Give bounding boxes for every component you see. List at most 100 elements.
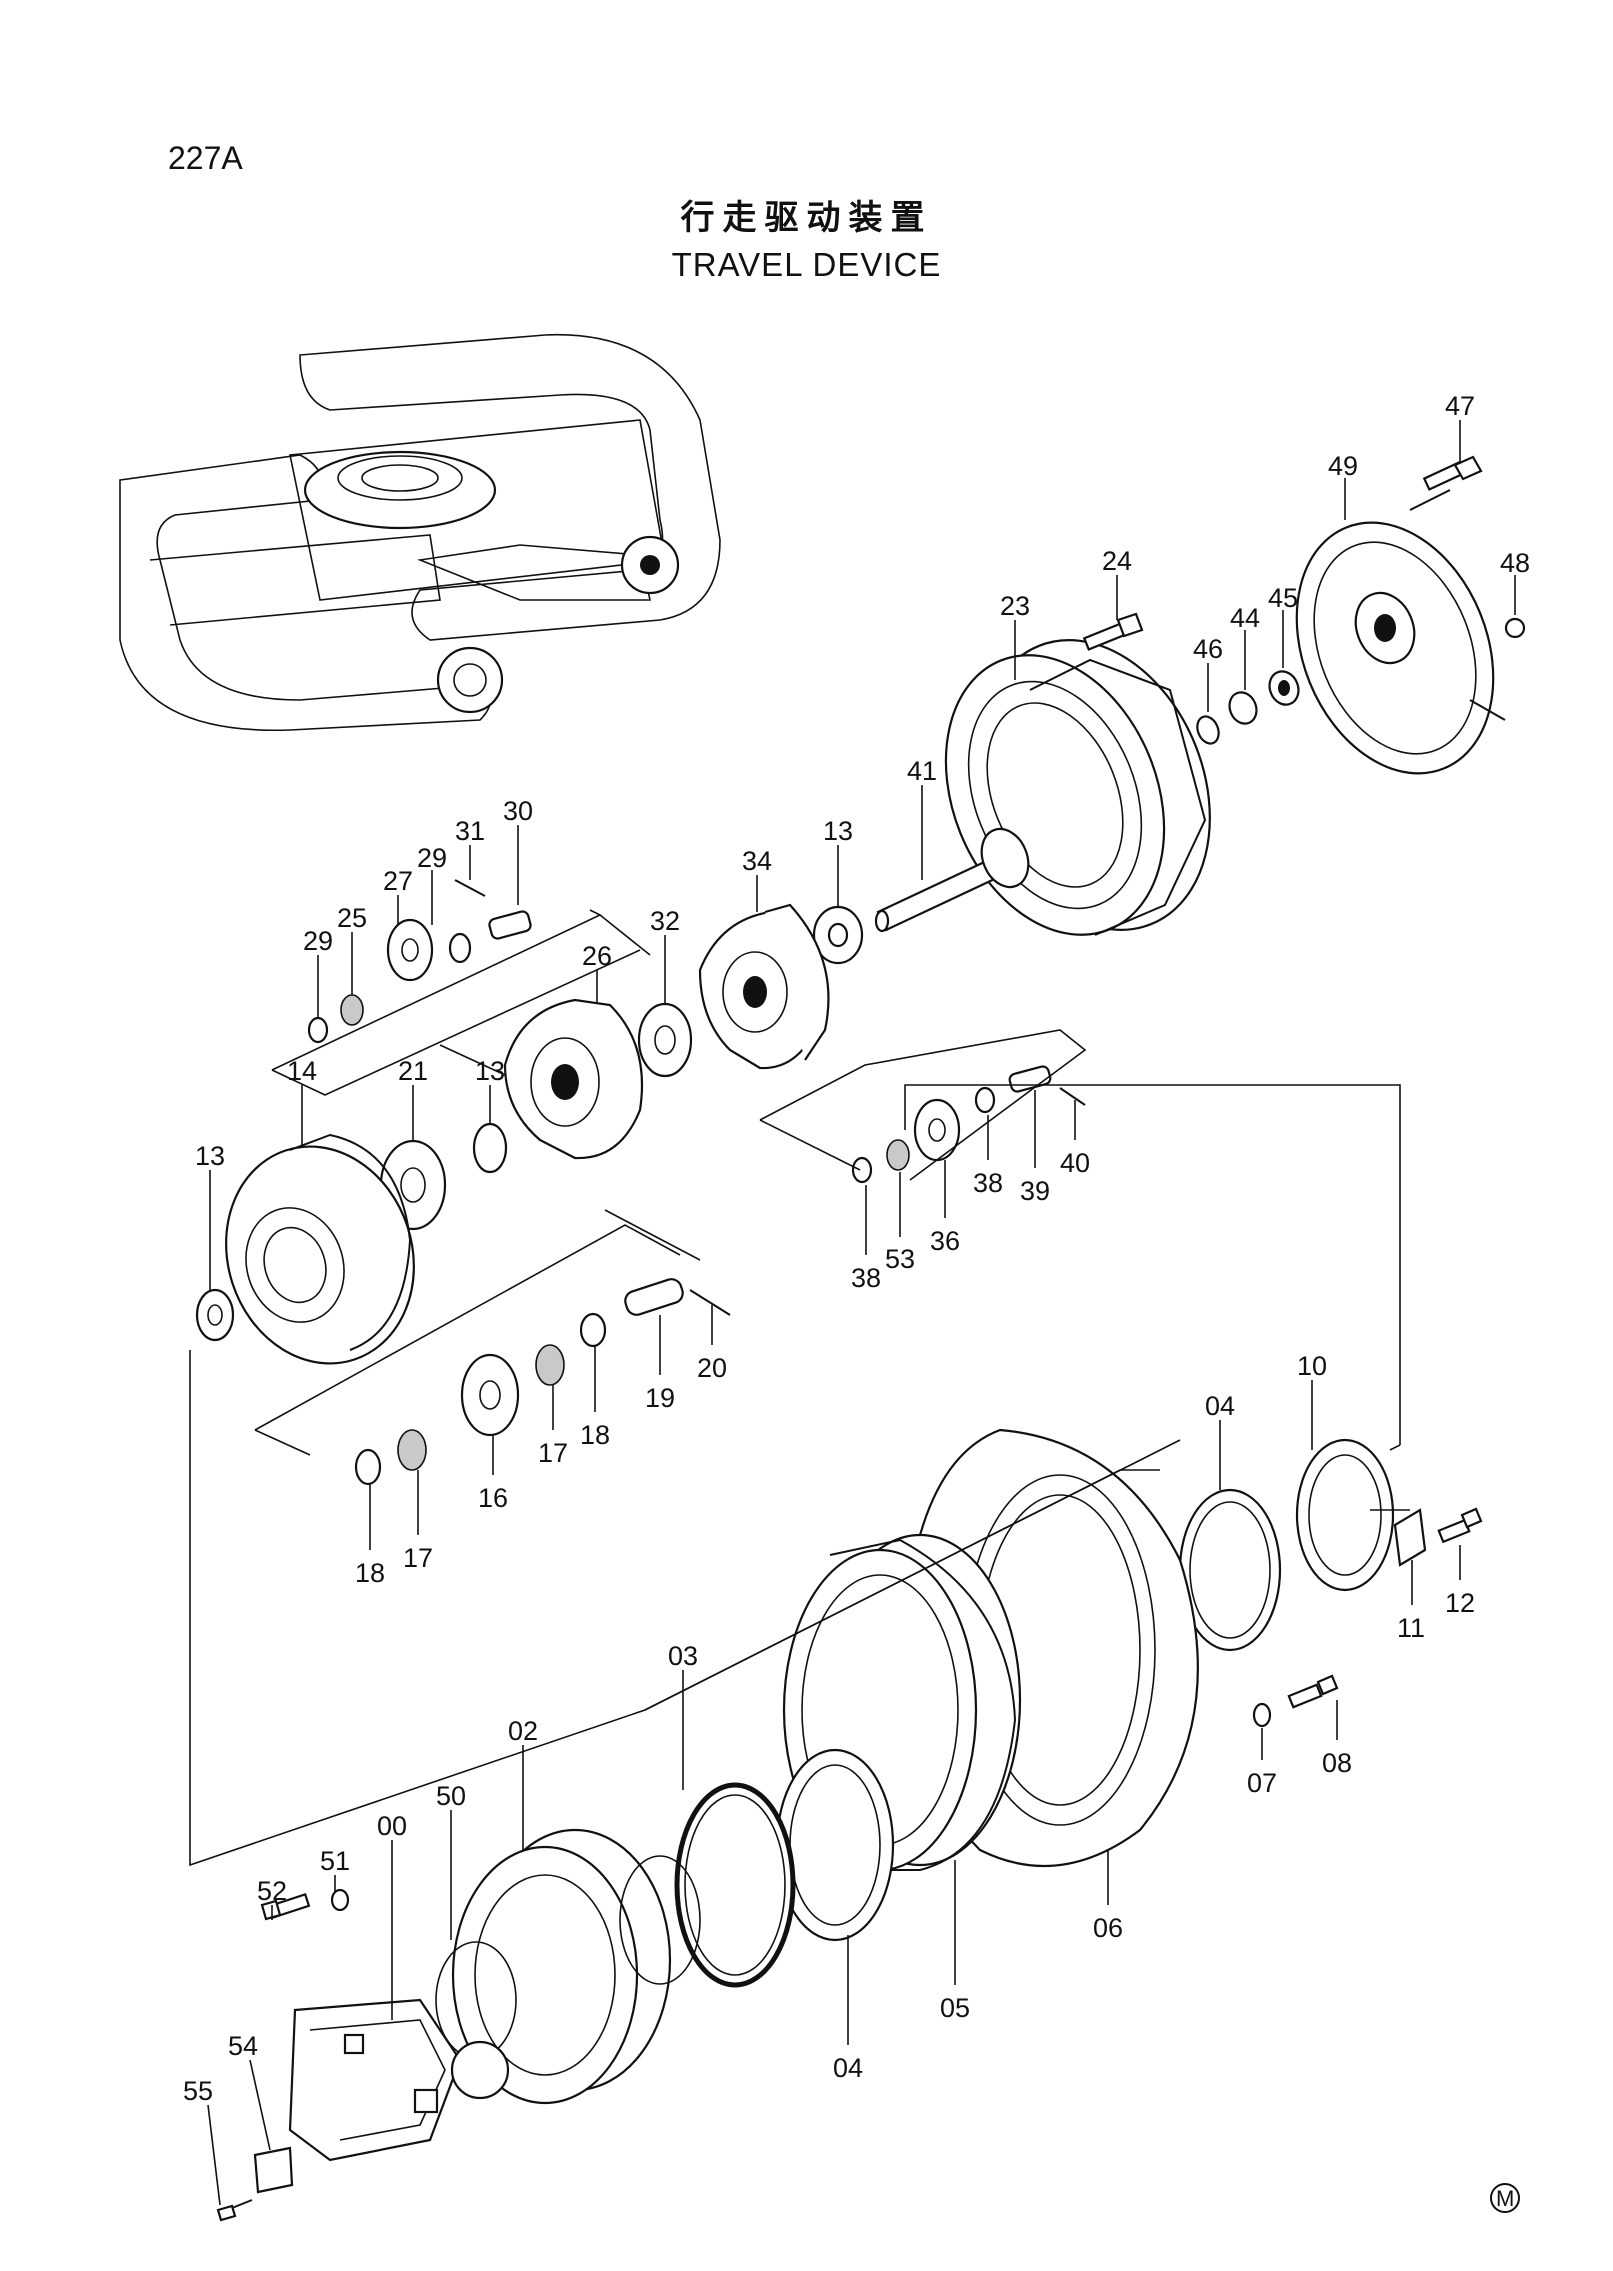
part-number-39: 39 bbox=[1020, 1176, 1050, 1206]
part-label-46: 46 bbox=[1193, 634, 1223, 712]
part-number-47: 47 bbox=[1445, 391, 1475, 421]
part-number-29-b: 29 bbox=[303, 926, 333, 956]
part-label-00: 00 bbox=[377, 1811, 407, 2020]
part-label-47: 47 bbox=[1445, 391, 1475, 462]
part-number-50: 50 bbox=[436, 1781, 466, 1811]
part-number-11: 11 bbox=[1397, 1613, 1425, 1643]
part-label-44: 44 bbox=[1230, 603, 1260, 690]
part-label-54: 54 bbox=[228, 2031, 271, 2151]
part-group-carrier-26 bbox=[307, 879, 644, 1231]
part-label-20: 20 bbox=[697, 1305, 727, 1383]
part-label-32: 32 bbox=[650, 906, 680, 1003]
part-number-26: 26 bbox=[582, 941, 612, 971]
part-group-hub-cover bbox=[1295, 455, 1526, 775]
part-label-14: 14 bbox=[287, 1056, 317, 1145]
part-label-26: 26 bbox=[582, 941, 612, 1002]
part-label-12: 12 bbox=[1445, 1545, 1475, 1618]
part-number-45: 45 bbox=[1268, 583, 1298, 613]
corner-mark-letter: M bbox=[1496, 2186, 1514, 2211]
part-number-44: 44 bbox=[1230, 603, 1260, 633]
part-number-48: 48 bbox=[1500, 548, 1530, 578]
part-number-08: 08 bbox=[1322, 1748, 1352, 1778]
part-number-51: 51 bbox=[320, 1846, 350, 1876]
page-code: 227A bbox=[168, 140, 243, 176]
part-number-18-b: 18 bbox=[355, 1558, 385, 1588]
part-label-10: 10 bbox=[1297, 1351, 1327, 1450]
part-group-planet-16 bbox=[354, 1278, 731, 1486]
part-label-17b: 17 bbox=[403, 1470, 433, 1573]
part-number-16: 16 bbox=[478, 1483, 508, 1513]
part-number-46: 46 bbox=[1193, 634, 1223, 664]
part-label-53: 53 bbox=[885, 1172, 915, 1274]
part-group-spindle-motor bbox=[216, 1828, 701, 2222]
part-number-17-b: 17 bbox=[403, 1543, 433, 1573]
part-label-19: 19 bbox=[645, 1315, 675, 1413]
part-label-41: 41 bbox=[907, 756, 937, 880]
part-label-49: 49 bbox=[1328, 451, 1358, 520]
part-number-52: 52 bbox=[257, 1876, 287, 1906]
part-number-40: 40 bbox=[1060, 1148, 1090, 1178]
part-label-03: 03 bbox=[668, 1641, 698, 1790]
part-label-25: 25 bbox=[337, 903, 367, 995]
part-number-13-b: 13 bbox=[475, 1056, 505, 1086]
part-label-11: 11 bbox=[1397, 1560, 1425, 1643]
part-number-04-a: 04 bbox=[1205, 1391, 1235, 1421]
part-label-13c: 13 bbox=[195, 1141, 225, 1290]
part-label-34: 34 bbox=[742, 846, 772, 912]
part-label-29b: 29 bbox=[303, 926, 333, 1018]
part-label-36: 36 bbox=[930, 1160, 960, 1256]
part-label-39: 39 bbox=[1020, 1090, 1050, 1206]
part-number-04-b: 04 bbox=[833, 2053, 863, 2083]
part-label-17a: 17 bbox=[538, 1385, 568, 1468]
part-label-05: 05 bbox=[940, 1860, 970, 2023]
part-number-19: 19 bbox=[645, 1383, 675, 1413]
part-group-bearing bbox=[1178, 1438, 1483, 1652]
part-label-55: 55 bbox=[183, 2076, 221, 2206]
part-number-14: 14 bbox=[287, 1056, 317, 1086]
part-number-21: 21 bbox=[398, 1056, 428, 1086]
part-label-29: 29 bbox=[417, 843, 447, 925]
part-number-55: 55 bbox=[183, 2076, 213, 2106]
part-label-18a: 18 bbox=[580, 1345, 610, 1450]
leader-lines bbox=[189, 909, 1410, 1867]
corner-mark: M bbox=[1490, 2183, 1520, 2213]
part-number-32: 32 bbox=[650, 906, 680, 936]
part-label-08: 08 bbox=[1322, 1700, 1352, 1778]
part-label-31: 31 bbox=[455, 816, 485, 880]
part-label-02: 02 bbox=[508, 1716, 538, 1850]
part-label-50: 50 bbox=[436, 1781, 466, 1940]
part-group-ring-gear bbox=[944, 612, 1300, 936]
part-number-20: 20 bbox=[697, 1353, 727, 1383]
title-english: TRAVEL DEVICE bbox=[671, 246, 942, 283]
part-number-00: 00 bbox=[377, 1811, 407, 1841]
part-number-05: 05 bbox=[940, 1993, 970, 2023]
part-label-13a: 13 bbox=[823, 816, 853, 906]
part-label-07: 07 bbox=[1247, 1728, 1277, 1798]
part-number-07: 07 bbox=[1247, 1768, 1277, 1798]
part-number-24: 24 bbox=[1102, 546, 1132, 576]
part-number-27: 27 bbox=[383, 866, 413, 896]
title-chinese: 行走驱动装置 bbox=[680, 198, 933, 238]
part-number-53: 53 bbox=[885, 1244, 915, 1274]
part-number-12: 12 bbox=[1445, 1588, 1475, 1618]
part-number-34: 34 bbox=[742, 846, 772, 876]
part-number-38-b: 38 bbox=[851, 1263, 881, 1293]
part-number-02: 02 bbox=[508, 1716, 538, 1746]
part-group-carrier-14 bbox=[195, 1133, 415, 1365]
part-number-03: 03 bbox=[668, 1641, 698, 1671]
part-number-23: 23 bbox=[1000, 591, 1030, 621]
part-number-36: 36 bbox=[930, 1226, 960, 1256]
part-number-30: 30 bbox=[503, 796, 533, 826]
part-label-30: 30 bbox=[503, 796, 533, 905]
part-label-52: 52 bbox=[257, 1876, 287, 1920]
part-label-21: 21 bbox=[398, 1056, 428, 1140]
part-label-04a: 04 bbox=[1205, 1391, 1235, 1490]
part-number-25: 25 bbox=[337, 903, 367, 933]
part-label-23: 23 bbox=[1000, 591, 1030, 680]
part-number-13-a: 13 bbox=[823, 816, 853, 846]
part-label-06: 06 bbox=[1093, 1850, 1123, 1943]
part-number-49: 49 bbox=[1328, 451, 1358, 481]
part-label-27: 27 bbox=[383, 866, 413, 925]
part-label-24: 24 bbox=[1102, 546, 1132, 620]
